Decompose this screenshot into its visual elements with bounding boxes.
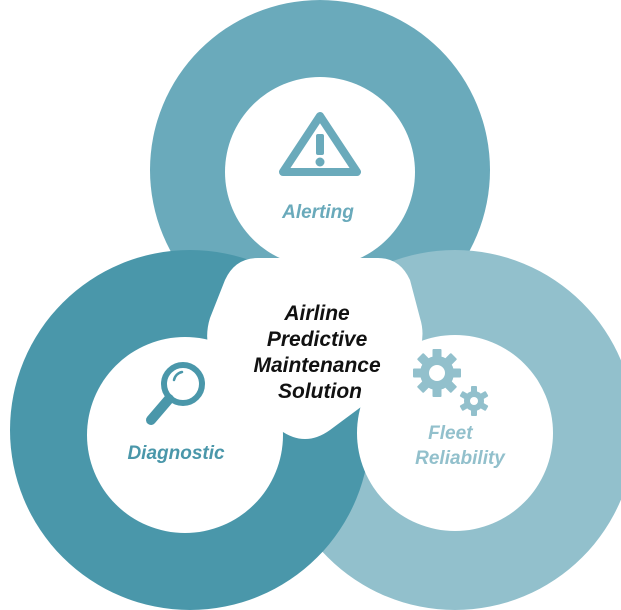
center-line-2: Predictive <box>267 328 368 351</box>
center-line-1: Airline <box>283 302 350 325</box>
diagnostic-label: Diagnostic <box>127 443 225 464</box>
center-line-4: Solution <box>278 380 362 403</box>
magnifier-icon <box>146 362 205 425</box>
center-line-3: Maintenance <box>253 354 381 377</box>
gears-icon <box>413 349 489 416</box>
alerting-label: Alerting <box>281 202 354 223</box>
center-title: Airline Predictive Maintenance Solution <box>253 302 386 403</box>
center-triangle <box>207 258 423 439</box>
warning-triangle-icon <box>279 112 361 176</box>
fleet-reliability-label: Fleet Reliability <box>415 423 506 469</box>
fleet-reliability-inner <box>357 335 553 531</box>
